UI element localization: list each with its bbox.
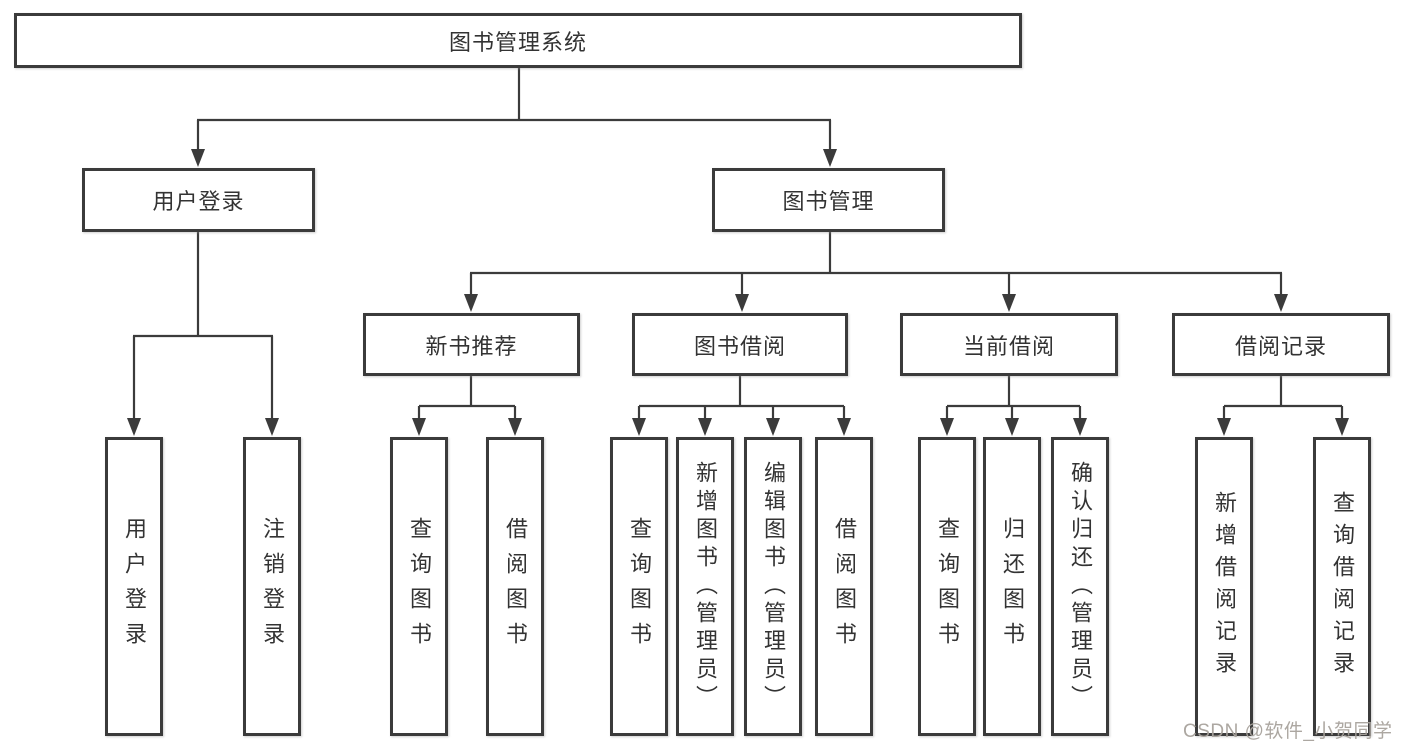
- leaf-add-books-admin-label: 新增图书（管理员）: [693, 460, 718, 713]
- node-root: 图书管理系统: [14, 13, 1022, 68]
- node-new-book-recommend-label: 新书推荐: [425, 333, 518, 359]
- node-user-login: 用户登录: [82, 168, 315, 232]
- node-book-borrow: 图书借阅: [632, 313, 848, 376]
- leaf-query-books-current: 查询图书: [918, 437, 976, 736]
- node-current-borrow: 当前借阅: [900, 313, 1118, 376]
- node-borrow-records: 借阅记录: [1172, 313, 1390, 376]
- leaf-user-login-label: 用户登录: [122, 516, 147, 657]
- leaf-return-books: 归还图书: [983, 437, 1041, 736]
- leaf-query-books-borrow-label: 查询图书: [627, 516, 652, 657]
- arrowhead-icons: [127, 149, 1349, 436]
- node-borrow-records-label: 借阅记录: [1234, 333, 1327, 359]
- leaf-query-borrow-record-label: 查询借阅记录: [1330, 490, 1355, 683]
- leaf-borrow-books-recommend-label: 借阅图书: [503, 516, 528, 657]
- leaf-borrow-books-recommend: 借阅图书: [486, 437, 544, 736]
- leaf-user-login: 用户登录: [105, 437, 163, 736]
- leaf-confirm-return-admin-label: 确认归还（管理员）: [1068, 460, 1093, 713]
- leaf-add-borrow-record-label: 新增借阅记录: [1212, 490, 1237, 683]
- leaf-edit-books-admin: 编辑图书（管理员）: [744, 437, 802, 736]
- leaf-return-books-label: 归还图书: [1000, 516, 1025, 657]
- leaf-borrow-books-label: 借阅图书: [832, 516, 857, 657]
- watermark: CSDN @软件_小贺同学: [1183, 721, 1393, 742]
- leaf-confirm-return-admin: 确认归还（管理员）: [1051, 437, 1109, 736]
- node-book-management-label: 图书管理: [782, 189, 875, 214]
- node-user-login-label: 用户登录: [152, 189, 245, 214]
- connector-paths: [132, 68, 1344, 419]
- leaf-query-books-borrow: 查询图书: [610, 437, 668, 736]
- node-new-book-recommend: 新书推荐: [363, 313, 580, 376]
- leaf-query-books-recommend-label: 查询图书: [407, 516, 432, 657]
- leaf-query-books-recommend: 查询图书: [390, 437, 448, 736]
- leaf-logout-login-label: 注销登录: [260, 516, 285, 657]
- leaf-add-books-admin: 新增图书（管理员）: [676, 437, 734, 736]
- leaf-query-books-current-label: 查询图书: [935, 516, 960, 657]
- node-root-label: 图书管理系统: [448, 29, 587, 55]
- leaf-borrow-books: 借阅图书: [815, 437, 873, 736]
- leaf-query-borrow-record: 查询借阅记录: [1313, 437, 1371, 736]
- leaf-logout-login: 注销登录: [243, 437, 301, 736]
- node-book-borrow-label: 图书借阅: [693, 333, 786, 359]
- leaf-edit-books-admin-label: 编辑图书（管理员）: [761, 460, 786, 713]
- node-current-borrow-label: 当前借阅: [962, 333, 1055, 359]
- node-book-management: 图书管理: [712, 168, 945, 232]
- leaf-add-borrow-record: 新增借阅记录: [1195, 437, 1253, 736]
